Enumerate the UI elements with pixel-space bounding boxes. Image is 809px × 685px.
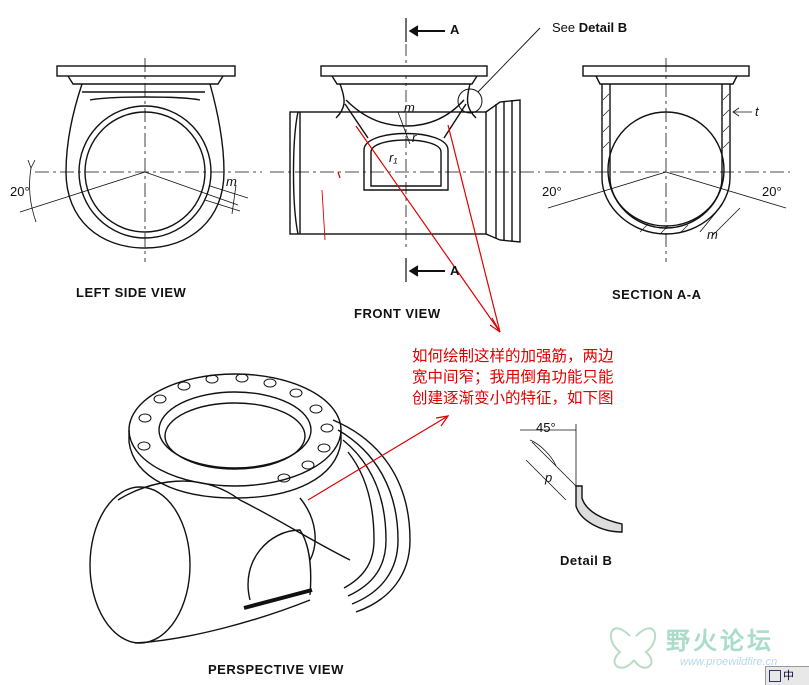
dim-r-front-view: r xyxy=(412,130,417,145)
detail-b-drawing xyxy=(520,424,623,533)
see-detail-name: Detail B xyxy=(578,20,628,35)
ime-taskbar[interactable]: 中 xyxy=(765,666,809,685)
question-note-line-1: 如何绘制这样的加强筋，两边 xyxy=(412,347,614,365)
watermark-text: 野火论坛 xyxy=(666,627,774,655)
dim-t-section: t xyxy=(755,104,759,119)
front-view-drawing xyxy=(270,18,541,282)
angle-20-section-left: 20° xyxy=(542,184,562,199)
angle-20-section-right: 20° xyxy=(762,184,782,199)
ime-label: 中 xyxy=(783,669,794,682)
question-note-line-3: 创建逐渐变小的特征，如下图 xyxy=(412,389,614,407)
dim-m-front-view: m xyxy=(404,100,415,115)
question-note-line-2: 宽中间窄；我用倒角功能只能 xyxy=(412,368,614,386)
watermark-logo xyxy=(610,627,656,669)
see-detail-note: See Detail B xyxy=(552,20,627,35)
section-marker-bottom: A xyxy=(450,263,460,278)
see-detail-prefix: See xyxy=(552,20,576,35)
dim-p-detail: p xyxy=(545,470,553,485)
question-note: 如何绘制这样的加强筋，两边 宽中间窄；我用倒角功能只能 创建逐渐变小的特征，如下… xyxy=(412,346,682,409)
dim-m-section: m xyxy=(707,227,718,242)
ime-icon[interactable] xyxy=(769,670,781,682)
red-leader-lines xyxy=(307,124,501,501)
angle-20-left-view: 20° xyxy=(10,184,30,199)
section-a-a-drawing xyxy=(545,58,790,262)
perspective-view-label: PERSPECTIVE VIEW xyxy=(208,662,344,677)
dim-r1-front-view: r₁ xyxy=(389,150,398,165)
watermark-url: www.proewildfire.cn xyxy=(680,656,778,668)
left-side-view-label: LEFT SIDE VIEW xyxy=(76,285,187,300)
section-marker-top: A xyxy=(450,22,460,37)
section-a-a-label: SECTION A-A xyxy=(612,287,702,302)
dim-m-left-view: m xyxy=(226,174,237,189)
perspective-view-drawing xyxy=(89,373,411,644)
angle-45-detail: 45° xyxy=(536,420,556,435)
left-side-view-drawing xyxy=(19,58,262,262)
detail-b-label: Detail B xyxy=(560,553,613,568)
front-view-label: FRONT VIEW xyxy=(354,306,441,321)
